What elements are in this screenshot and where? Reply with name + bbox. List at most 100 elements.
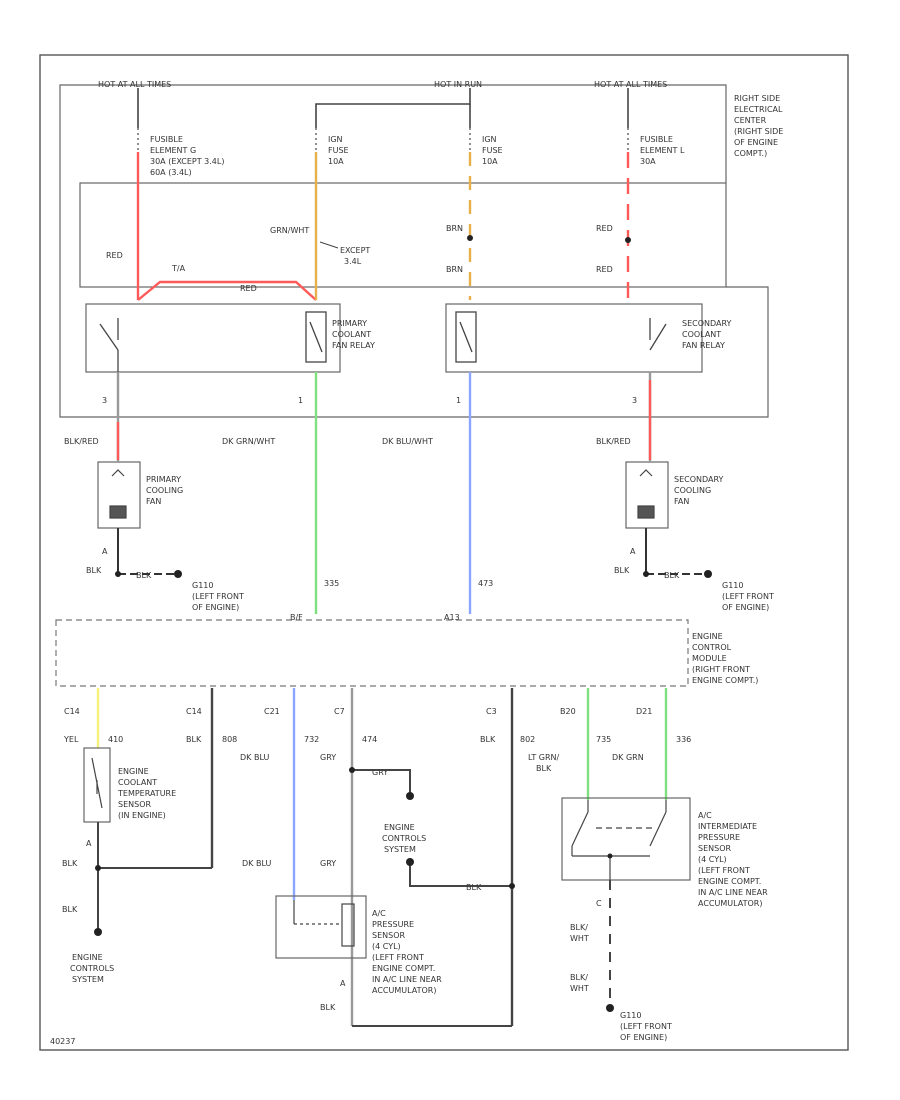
svg-text:GRN/WHT: GRN/WHT (270, 226, 309, 235)
svg-text:DK GRN/WHT: DK GRN/WHT (222, 437, 275, 446)
svg-text:BLK: BLK (320, 1003, 336, 1012)
gry-branch-terminal (406, 792, 414, 800)
svg-text:MODULE: MODULE (692, 654, 727, 663)
fan-wire-labels: BLK/RED DK GRN/WHT DK BLU/WHT BLK/RED (64, 437, 631, 446)
svg-text:ELEMENT G: ELEMENT G (150, 146, 196, 155)
svg-text:G110: G110 (620, 1011, 641, 1020)
svg-text:FUSE: FUSE (328, 146, 349, 155)
svg-text:SENSOR: SENSOR (118, 800, 151, 809)
svg-text:YEL: YEL (63, 735, 79, 744)
svg-text:(RIGHT SIDE: (RIGHT SIDE (734, 127, 783, 136)
secondary-fan-ground-terminal (704, 570, 712, 578)
splice-dot-red (625, 237, 631, 243)
svg-text:FAN RELAY: FAN RELAY (332, 341, 375, 350)
svg-text:BLK: BLK (62, 859, 78, 868)
blk-branch (409, 862, 512, 887)
svg-text:ENGINE COMPT.: ENGINE COMPT. (698, 877, 761, 886)
svg-text:OF ENGINE): OF ENGINE) (192, 603, 239, 612)
svg-text:DK BLU: DK BLU (242, 859, 271, 868)
svg-text:A: A (86, 839, 92, 848)
gry-splice (349, 767, 355, 773)
svg-text:COOLANT: COOLANT (332, 330, 371, 339)
svg-text:SYSTEM: SYSTEM (384, 845, 416, 854)
svg-text:(IN ENGINE): (IN ENGINE) (118, 811, 166, 820)
svg-text:A/C: A/C (698, 811, 712, 820)
svg-text:T/A: T/A (171, 264, 186, 273)
ecm-label: ENGINE CONTROL MODULE (RIGHT FRONT ENGIN… (692, 632, 758, 685)
electrical-center-box (59, 84, 727, 183)
svg-text:LT GRN/: LT GRN/ (528, 753, 560, 762)
svg-text:ELECTRICAL: ELECTRICAL (734, 105, 783, 114)
ac-intermediate-splice (607, 853, 613, 859)
svg-text:(LEFT FRONT: (LEFT FRONT (620, 1022, 672, 1031)
svg-text:1: 1 (456, 396, 461, 405)
svg-text:COOLANT: COOLANT (682, 330, 721, 339)
svg-text:D21: D21 (636, 707, 652, 716)
svg-text:FUSIBLE: FUSIBLE (150, 135, 183, 144)
svg-text:GRY: GRY (320, 753, 336, 762)
svg-text:SECONDARY: SECONDARY (682, 319, 732, 328)
relay-enclosure (59, 183, 769, 418)
ect-ground-terminal (94, 928, 102, 936)
svg-text:FAN RELAY: FAN RELAY (682, 341, 725, 350)
primary-fan-ground-splice (115, 571, 121, 577)
svg-text:BLK: BLK (664, 571, 680, 580)
engine-controls-left-label: ENGINE CONTROLS SYSTEM (70, 953, 114, 984)
svg-text:60A (3.4L): 60A (3.4L) (150, 168, 192, 177)
svg-text:3.4L: 3.4L (344, 257, 362, 266)
secondary-fan-label: SECONDARY COOLING FAN (674, 475, 724, 506)
svg-text:IGN: IGN (328, 135, 343, 144)
svg-text:(RIGHT FRONT: (RIGHT FRONT (692, 665, 750, 674)
ect-sensor-label: ENGINE COOLANT TEMPERATURE SENSOR (IN EN… (117, 767, 176, 820)
svg-text:FUSE: FUSE (482, 146, 503, 155)
ect-ground-splice (95, 865, 101, 871)
engine-controls-mid-label: ENGINE CONTROLS SYSTEM (382, 823, 426, 854)
svg-text:(LEFT FRONT: (LEFT FRONT (698, 866, 750, 875)
ecm-circuit-labels: 335 473 B/F A13 (290, 579, 493, 622)
svg-text:BLK/: BLK/ (570, 923, 588, 932)
relay-pins: 3 1 1 3 (102, 396, 637, 405)
hot-in-run: HOT IN RUN (434, 80, 482, 89)
hot-at-all-times-right: HOT AT ALL TIMES (594, 80, 667, 89)
svg-text:IN A/C LINE NEAR: IN A/C LINE NEAR (372, 975, 442, 984)
svg-text:A13: A13 (444, 613, 460, 622)
svg-text:PRIMARY: PRIMARY (146, 475, 181, 484)
primary-fan-motor (109, 469, 127, 519)
svg-text:BLK: BLK (480, 735, 496, 744)
svg-text:B20: B20 (560, 707, 576, 716)
secondary-fan-motor (637, 469, 655, 519)
primary-fan-pin: A (102, 547, 108, 556)
svg-text:BLK/RED: BLK/RED (64, 437, 99, 446)
secondary-relay-label: SECONDARY COOLANT FAN RELAY (682, 319, 732, 350)
svg-text:G110: G110 (192, 581, 213, 590)
svg-text:BLK: BLK (614, 566, 630, 575)
svg-text:RED: RED (596, 265, 613, 274)
electrical-center-label: RIGHT SIDE ELECTRICAL CENTER (RIGHT SIDE… (734, 94, 783, 158)
ecm-pin-labels: C14 C14 C21 C7 C3 B20 D21 (64, 707, 652, 716)
svg-text:PRESSURE: PRESSURE (372, 920, 414, 929)
svg-text:(LEFT FRONT: (LEFT FRONT (372, 953, 424, 962)
svg-text:COMPT.): COMPT.) (734, 149, 767, 158)
svg-text:FAN: FAN (146, 497, 161, 506)
fan-ground-labels: BLK BLK BLK BLK G110 (LEFT FRONT OF ENGI… (86, 566, 774, 612)
svg-text:C14: C14 (186, 707, 202, 716)
svg-text:SENSOR: SENSOR (372, 931, 405, 940)
blk-branch-terminal (406, 858, 414, 866)
svg-text:DK GRN: DK GRN (612, 753, 644, 762)
secondary-relay-box (445, 303, 703, 373)
svg-text:10A: 10A (482, 157, 498, 166)
svg-text:COOLANT: COOLANT (118, 778, 157, 787)
outer-frame (39, 54, 849, 1051)
svg-text:C21: C21 (264, 707, 280, 716)
svg-text:RIGHT SIDE: RIGHT SIDE (734, 94, 780, 103)
svg-text:B/F: B/F (290, 613, 303, 622)
svg-text:(4 CYL): (4 CYL) (372, 942, 401, 951)
ac-intermediate-sensor-label: A/C INTERMEDIATE PRESSURE SENSOR (4 CYL)… (698, 811, 768, 908)
svg-text:A: A (340, 979, 346, 988)
svg-text:FAN: FAN (674, 497, 689, 506)
svg-text:SENSOR: SENSOR (698, 844, 731, 853)
svg-text:CONTROLS: CONTROLS (70, 964, 114, 973)
svg-text:TEMPERATURE: TEMPERATURE (117, 789, 176, 798)
svg-text:(LEFT FRONT: (LEFT FRONT (192, 592, 244, 601)
svg-text:RED: RED (596, 224, 613, 233)
